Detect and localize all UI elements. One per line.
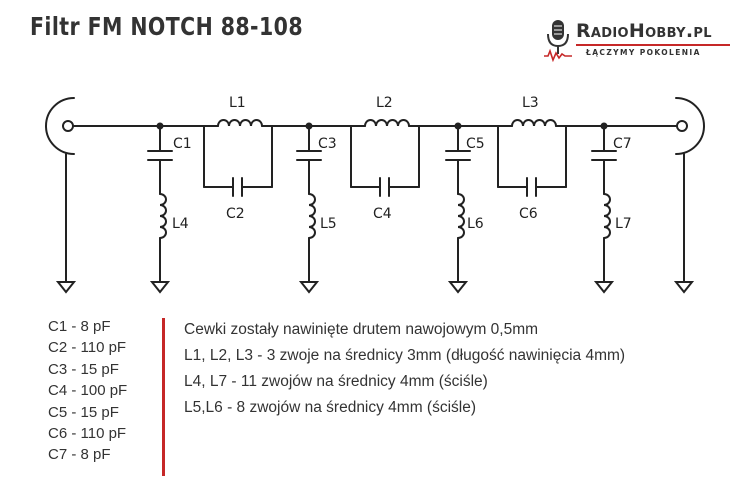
page-title: Filtr FM NOTCH 88-108: [30, 12, 303, 41]
inductor-l5: [308, 193, 316, 239]
label-c2: C2: [226, 206, 245, 222]
inductor-l3: [511, 119, 557, 127]
divider: [162, 318, 165, 476]
note-line: L5,L6 - 8 zwojów na średnicy 4mm (ściśle…: [184, 399, 477, 416]
output-connector: [673, 97, 705, 294]
label-c3: C3: [318, 136, 337, 152]
notch-filter-schematic: L1 L2 L3 C1 C3 C5 C7 C2 C4 C6 L4 L5 L6 L…: [45, 95, 705, 294]
label-c5: C5: [466, 136, 485, 152]
label-l1: L1: [229, 95, 246, 111]
component-value: C6 - 110 pF: [48, 425, 127, 443]
inductor-l6: [457, 193, 465, 239]
component-value: C5 - 15 pF: [48, 403, 119, 421]
label-l7: L7: [615, 216, 632, 232]
label-c7: C7: [613, 136, 632, 152]
shunt-c5-l6: [445, 122, 471, 294]
label-l3: L3: [522, 95, 539, 111]
label-c4: C4: [373, 206, 392, 222]
note-line: L1, L2, L3 - 3 zwoje na średnicy 3mm (dł…: [184, 347, 626, 364]
label-l5: L5: [320, 216, 337, 232]
component-value: C1 - 8 pF: [48, 318, 111, 335]
component-value: C4 - 100 pF: [48, 382, 128, 400]
logo-tagline: ŁĄCZYMY POKOLENIA: [586, 48, 701, 57]
component-value: C7 - 8 pF: [48, 446, 111, 464]
label-l4: L4: [172, 216, 189, 232]
logo-accent-bar: [576, 44, 730, 46]
note-line: L4, L7 - 11 zwojów na średnicy 4mm (ściś…: [184, 373, 488, 390]
shunt-c3-l5: [296, 122, 322, 294]
microphone-icon: [544, 20, 572, 62]
component-value: C2 - 110 pF: [48, 339, 127, 357]
input-connector: [45, 97, 77, 294]
winding-notes: Cewki zostały nawinięte drutem nawojowym…: [184, 317, 625, 421]
label-c1: C1: [173, 136, 192, 152]
inductor-l1: [217, 119, 263, 127]
note-line: Cewki zostały nawinięte drutem nawojowym…: [184, 321, 539, 338]
tank-l3-c6: [497, 119, 567, 197]
inductor-l2: [364, 119, 410, 127]
component-values-list: C1 - 8 pF C2 - 110 pF C3 - 15 pF C4 - 10…: [48, 316, 127, 466]
tank-l2-c4: [350, 119, 420, 197]
radiohobby-logo[interactable]: RadioHobby.pl ŁĄCZYMY POKOLENIA: [542, 18, 732, 64]
inductor-l4: [159, 193, 167, 239]
tank-l1-c2: [203, 119, 273, 197]
label-l2: L2: [376, 95, 393, 111]
shunt-c7-l7: [591, 122, 617, 294]
shunt-c1-l4: [147, 122, 173, 294]
label-c6: C6: [519, 206, 538, 222]
logo-name: RadioHobby.pl: [576, 20, 712, 42]
inductor-l7: [603, 193, 611, 239]
label-l6: L6: [467, 216, 484, 232]
component-value: C3 - 15 pF: [48, 360, 119, 378]
